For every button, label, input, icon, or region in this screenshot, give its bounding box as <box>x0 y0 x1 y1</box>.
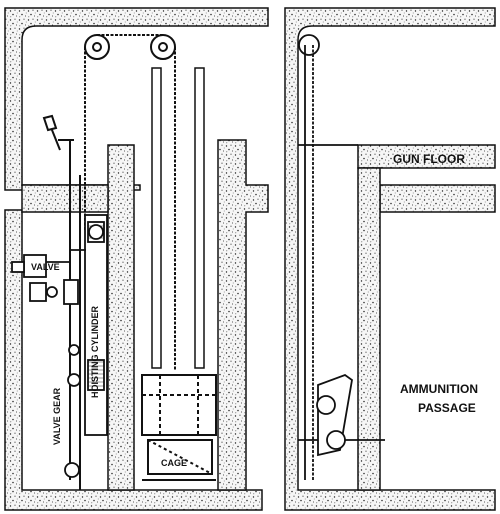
guide-rails <box>151 67 205 369</box>
left-outer-enclosure <box>4 7 269 191</box>
right-shaft-wall <box>357 167 381 491</box>
ammunition-label: AMMUNITION <box>400 382 478 396</box>
pulley-right-icon <box>150 34 176 60</box>
cage-frame <box>141 374 217 436</box>
right-pulley-icon <box>298 34 320 56</box>
right-gun-floor-slab <box>357 144 496 169</box>
hoisting-cylinder-label: HOISTING CYLINDER <box>90 305 100 398</box>
right-view-walls <box>284 7 496 511</box>
hoisting-cylinder <box>84 214 108 436</box>
cage-label: CAGE <box>161 458 187 468</box>
counterweight-icon <box>64 462 80 478</box>
right-view-mechanism <box>298 34 385 480</box>
right-outer-enclosure <box>284 7 496 511</box>
pulley-left-icon <box>84 34 110 60</box>
shell-upper-icon <box>316 395 336 415</box>
right-floor-band <box>379 184 496 213</box>
cage <box>141 374 217 481</box>
left-floor-slab <box>21 184 109 213</box>
valve-assembly <box>11 249 86 478</box>
tilting-tray <box>317 373 353 457</box>
left-inner-wall <box>107 144 135 491</box>
shell-lower-icon <box>326 430 346 450</box>
valve-lever <box>42 114 81 490</box>
pulley-system <box>84 34 176 370</box>
left-right-column <box>217 139 269 491</box>
valve-gear-label: VALVE GEAR <box>52 387 62 445</box>
left-view-walls <box>4 7 269 511</box>
pulley-right-hub-icon <box>158 42 168 52</box>
guide-rail-right <box>194 67 205 369</box>
pulley-left-hub-icon <box>92 42 102 52</box>
gun-floor-label: GUN FLOOR <box>393 152 465 166</box>
guide-rail-left <box>151 67 162 369</box>
valve-label: VALVE <box>31 262 60 272</box>
passage-label: PASSAGE <box>418 401 476 415</box>
